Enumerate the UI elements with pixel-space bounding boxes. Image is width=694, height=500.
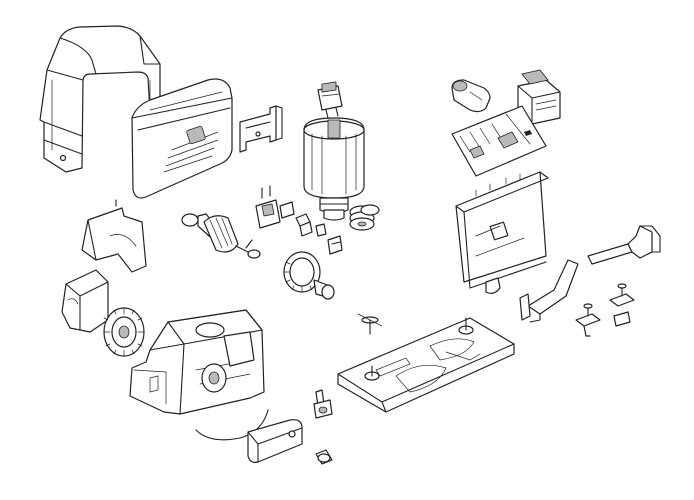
door-icon	[247, 419, 303, 463]
motor-icon	[303, 117, 365, 221]
washer-icon	[349, 204, 380, 231]
bolt-icon	[575, 283, 635, 337]
housing-icon	[129, 309, 269, 441]
pinion-cover-icon	[61, 269, 109, 333]
lock-icon	[313, 389, 333, 419]
screw-icon	[357, 313, 383, 335]
base-plate-icon	[337, 317, 515, 413]
front-cover-icon	[131, 78, 233, 199]
sprocket-icon	[103, 307, 145, 357]
plug-icon	[317, 81, 343, 119]
key-icon	[315, 449, 333, 465]
limit-bracket-icon	[587, 225, 661, 265]
capacitor-icon	[451, 79, 491, 113]
cam-icon	[519, 259, 579, 323]
terminal-icon	[295, 213, 343, 255]
gear-icon	[283, 251, 335, 300]
cover-icon	[39, 25, 161, 173]
plate-icon	[455, 171, 549, 294]
circuit-board-icon	[451, 105, 547, 177]
transformer-icon	[517, 69, 561, 125]
bracket-icon	[239, 105, 283, 153]
worm-gear-icon	[181, 213, 261, 259]
switch-icon	[255, 185, 295, 229]
guard-icon	[81, 199, 147, 273]
